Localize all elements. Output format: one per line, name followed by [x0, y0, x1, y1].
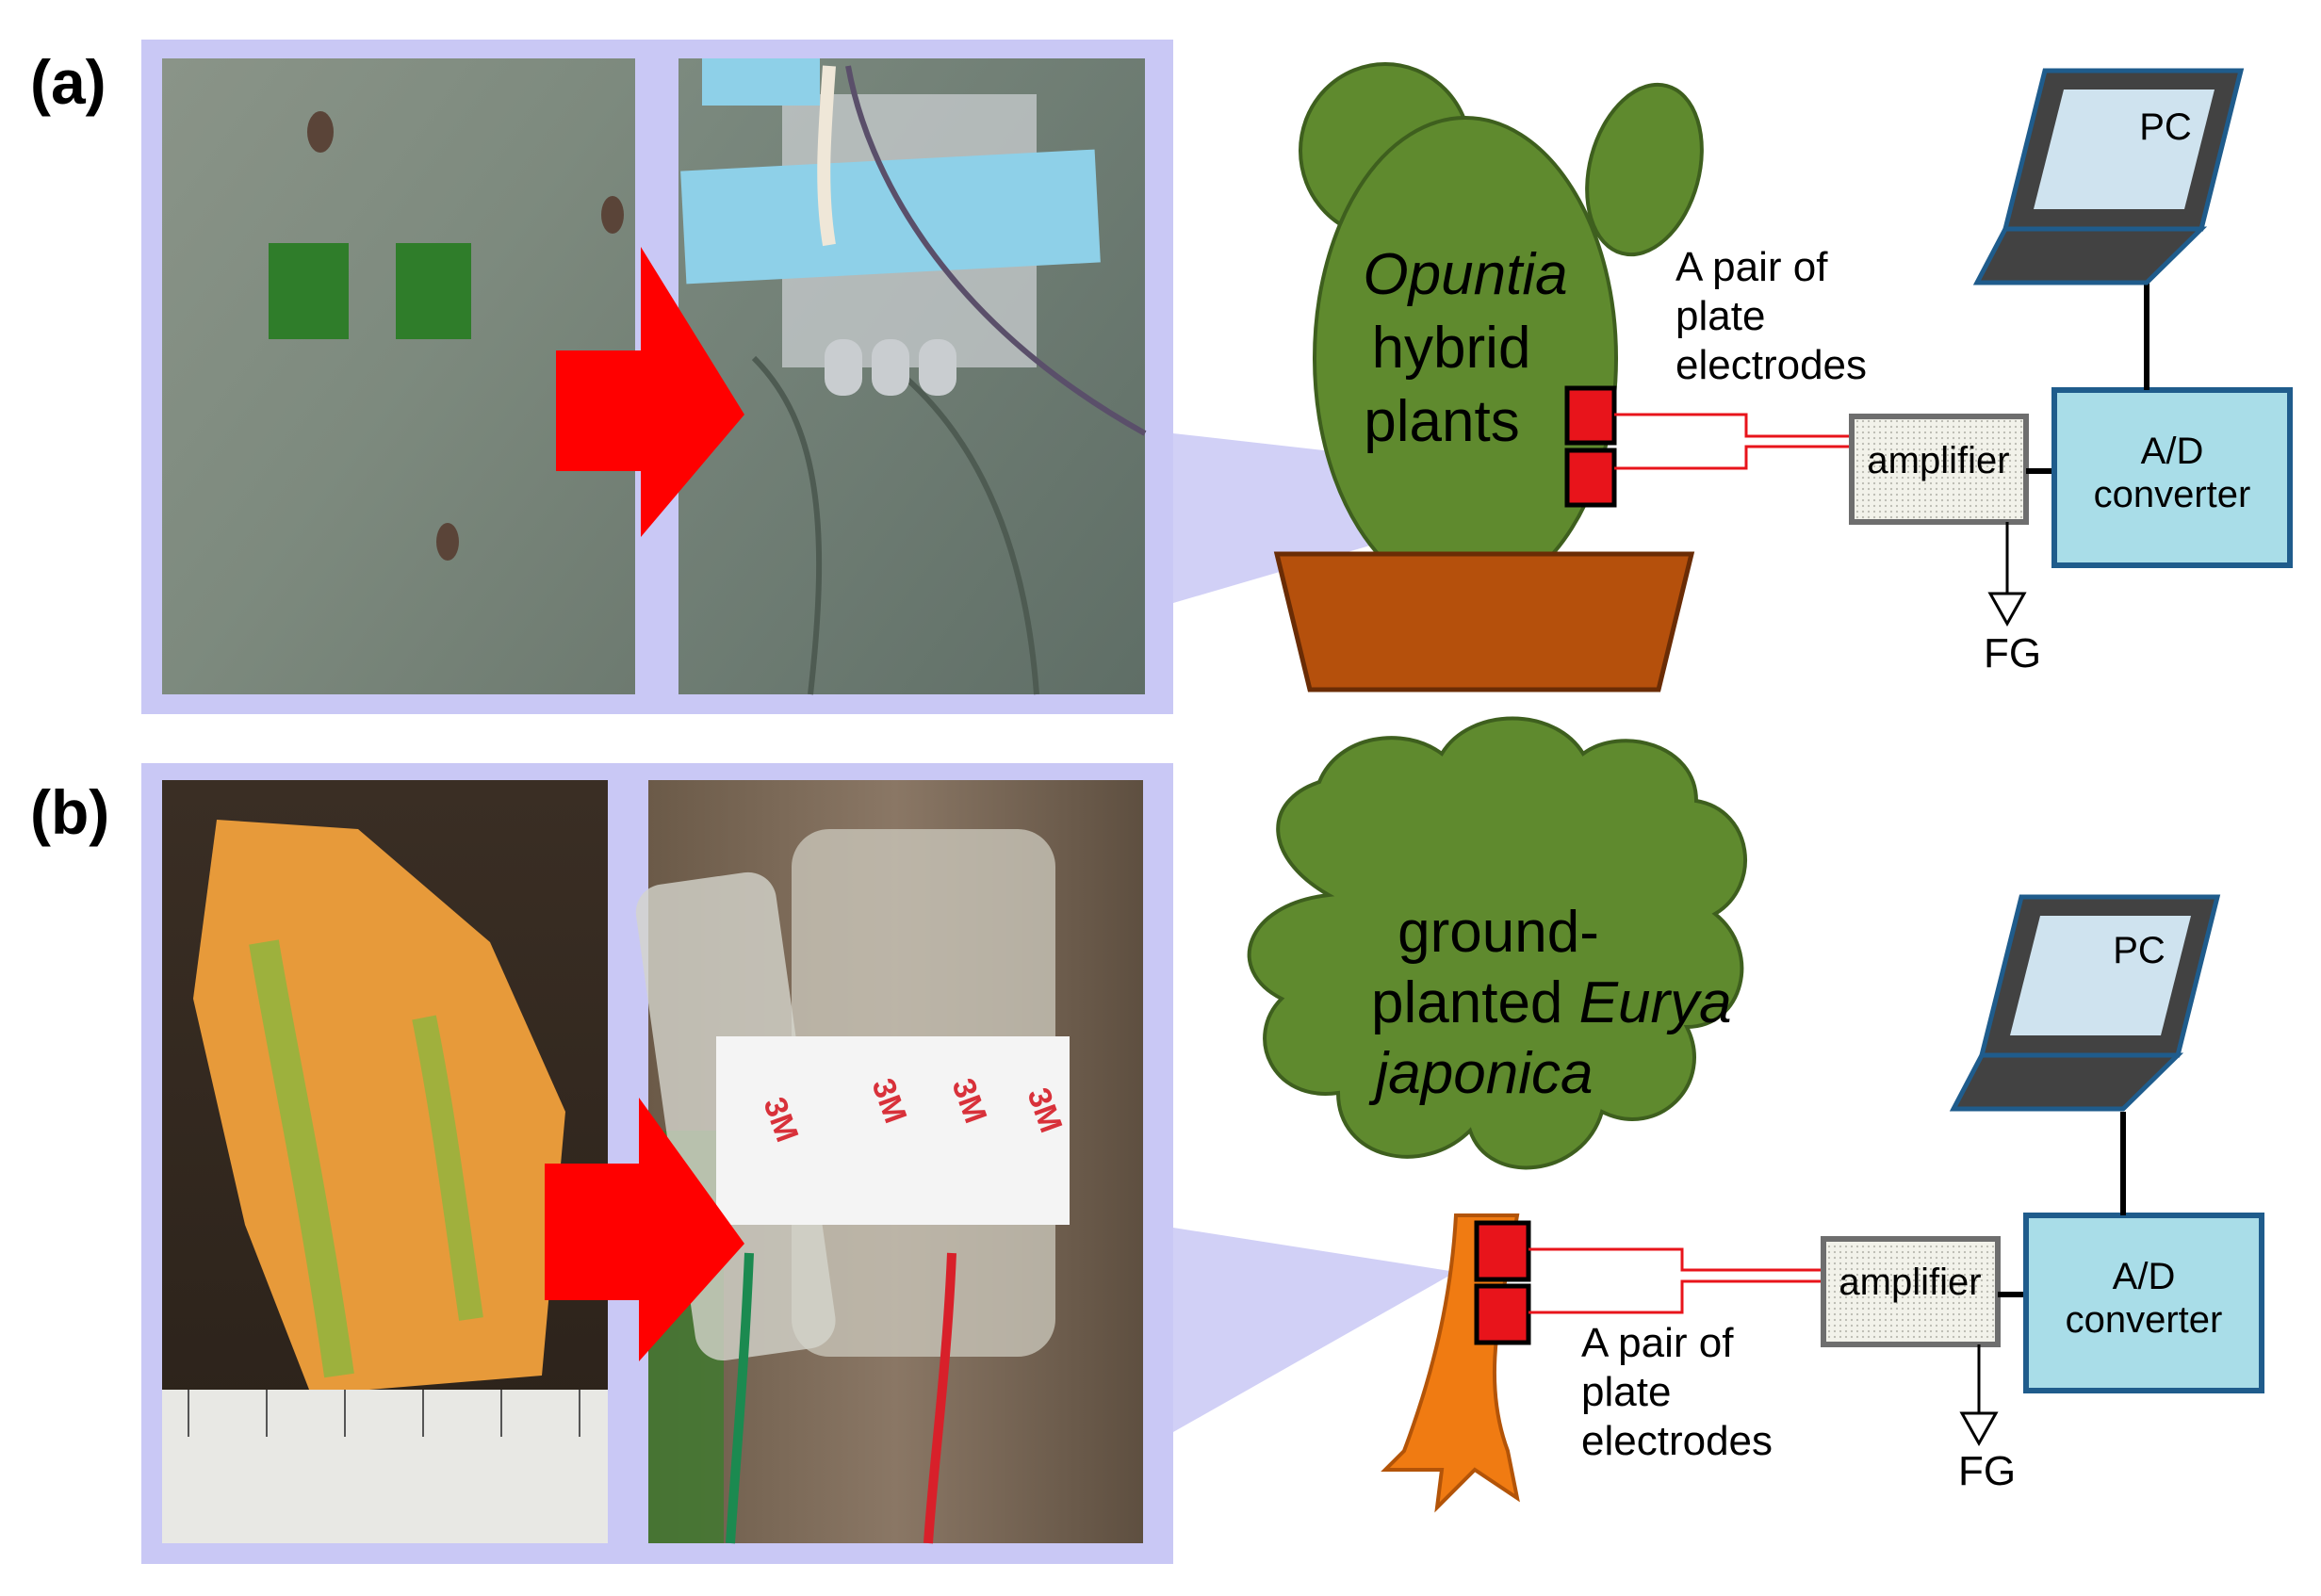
electrodes-label-line1-b: A pair of	[1581, 1320, 1734, 1366]
amplifier-box-a	[1849, 414, 2029, 525]
converter-label-line1-b: A/D	[2113, 1256, 2176, 1297]
electrode-top-a	[1564, 385, 1617, 446]
photo-bark-peeled	[162, 780, 608, 1543]
cut-square-right	[396, 243, 471, 339]
projection-cone-b	[1173, 1228, 1456, 1432]
ad-converter-box-a	[2051, 387, 2293, 568]
amplifier-label-b: amplifier	[1839, 1262, 1981, 1303]
plant-name-line1-b: ground-	[1398, 900, 1599, 965]
electrode-top-b	[1474, 1220, 1531, 1282]
photo-cactus-cut	[162, 58, 635, 694]
plant-name-line3-b: japonica	[1369, 1041, 1594, 1106]
wires-a	[1614, 413, 1852, 470]
laptop-icon-b	[1949, 894, 2221, 1112]
amplifier-label-a: amplifier	[1867, 440, 2009, 481]
plant-name-line2-a: hybrid	[1372, 316, 1531, 381]
tape-3m	[716, 1036, 1070, 1225]
laptop-icon-a	[1972, 68, 2245, 285]
converter-label-line1-a: A/D	[2141, 431, 2204, 472]
photo-cactus-electrode	[678, 58, 1147, 695]
panel-label-a: (a)	[30, 47, 106, 117]
electrodes-label-line1-a: A pair of	[1675, 244, 1828, 290]
converter-label-line2-a: converter	[2094, 474, 2251, 515]
electrodes-label-line2-b: plate	[1581, 1369, 1671, 1415]
plant-name-line3-a: plants	[1364, 389, 1519, 454]
panel-label-b: (b)	[30, 777, 109, 847]
ground-label-b: FG	[1958, 1448, 2016, 1494]
converter-label-line2-b: converter	[2066, 1299, 2223, 1341]
ruler	[162, 1390, 608, 1543]
ground-label-a: FG	[1984, 630, 2041, 676]
panel-b: (b) 3M 3M	[30, 716, 2264, 1564]
panel-a: (a)	[30, 40, 2293, 714]
plant-name-line2-b: planted Eurya	[1371, 970, 1732, 1035]
ground-symbol-b	[1959, 1411, 1999, 1447]
arrow-right-icon-b	[545, 1098, 744, 1361]
electrodes-label-line3-a: electrodes	[1675, 342, 1867, 388]
amplifier-box-b	[1821, 1236, 2001, 1347]
electrode-bottom-b	[1474, 1283, 1531, 1345]
electrode-bottom-a	[1564, 448, 1617, 508]
opuntia-plant-drawing	[1273, 62, 1704, 692]
ground-symbol-a	[1987, 592, 2027, 627]
electrodes-label-line2-a: plate	[1675, 293, 1765, 339]
pc-label-a: PC	[2139, 106, 2192, 148]
plant-pot	[1273, 551, 1695, 692]
pc-label-b: PC	[2113, 930, 2166, 971]
cut-square-left	[269, 243, 349, 339]
arrow-right-icon	[556, 247, 744, 537]
electrodes-label-line3-b: electrodes	[1581, 1418, 1773, 1464]
wires-b	[1528, 1247, 1823, 1314]
photo-trunk-electrode: 3M 3M 3M 3M	[635, 780, 1143, 1544]
plant-name-line2-normal-b: planted	[1371, 970, 1579, 1035]
ad-converter-box-b	[2023, 1213, 2264, 1393]
plant-name-italic-a: Opuntia	[1363, 242, 1567, 307]
plant-name-line2-italic-b: Eurya	[1579, 970, 1732, 1035]
